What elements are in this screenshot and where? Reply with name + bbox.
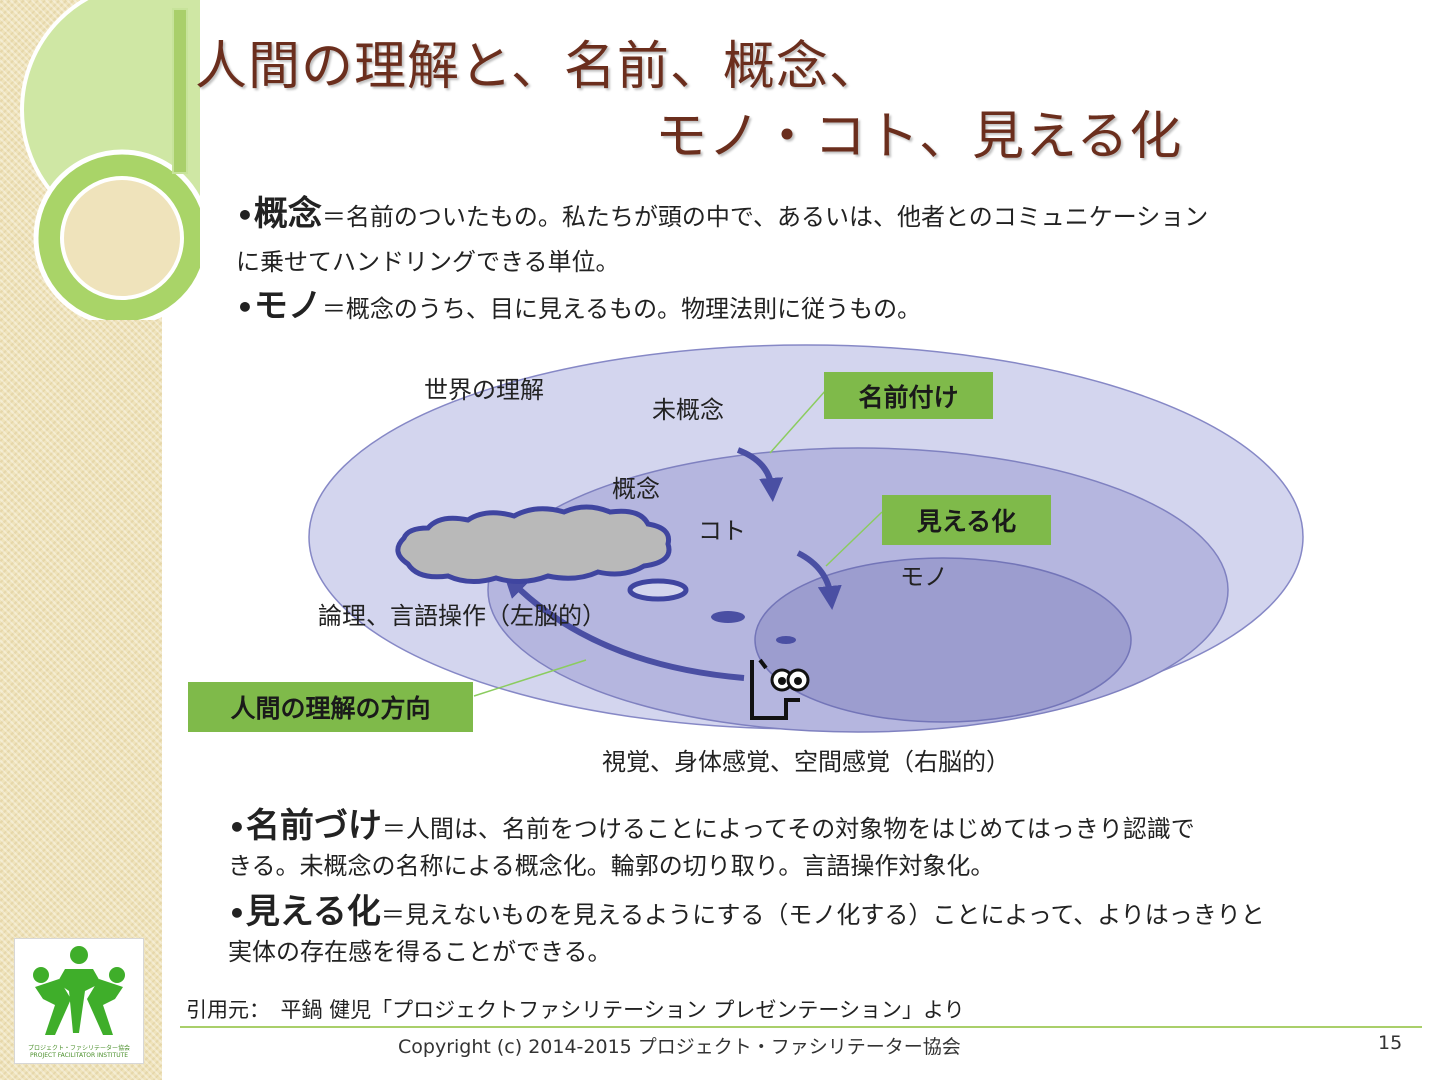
concept-label: 概念 xyxy=(612,469,660,504)
definition-term: 名前づけ xyxy=(246,806,382,846)
footer-divider xyxy=(180,1026,1422,1028)
definition-visualize: •見える化＝見えないものを見えるようにする（モノ化する）ことによって、よりはっき… xyxy=(228,894,1265,933)
definition-text: ＝見えないものを見えるようにする（モノ化する）ことによって、よりはっきりと xyxy=(381,901,1265,929)
logo-figures-icon xyxy=(15,939,143,1043)
world-understanding-label: 世界の理解 xyxy=(424,370,544,405)
organization-logo: プロジェクト・ファシリテーター協会 PROJECT FACILITATOR IN… xyxy=(14,938,144,1064)
shrinking-oval-large xyxy=(630,581,686,599)
unconcept-label: 未概念 xyxy=(652,390,724,425)
koto-label: コト xyxy=(698,511,746,546)
left-brain-label: 論理、言語操作（左脳的） xyxy=(318,596,606,631)
definition-naming-line2: きる。未概念の名称による概念化。輪郭の切り取り。言語操作対象化。 xyxy=(228,848,994,884)
definition-visualize-line2: 実体の存在感を得ることができる。 xyxy=(228,934,612,970)
definition-naming: •名前づけ＝人間は、名前をつけることによってその対象物をはじめてはっきり認識で xyxy=(228,808,1195,847)
understanding-direction-tag: 人間の理解の方向 xyxy=(188,682,473,732)
page-number: 15 xyxy=(1378,1032,1402,1054)
right-brain-label: 視覚、身体感覚、空間感覚（右脳的） xyxy=(602,742,1010,777)
copyright-text: Copyright (c) 2014-2015 プロジェクト・ファシリテーター協… xyxy=(398,1032,961,1059)
mono-label: モノ xyxy=(900,557,948,592)
naming-tag: 名前付け xyxy=(824,372,993,419)
bullet: • xyxy=(228,897,246,930)
shrinking-oval-medium xyxy=(711,611,745,623)
definition-text: ＝人間は、名前をつけることによってその対象物をはじめてはっきり認識で xyxy=(382,815,1195,843)
bullet: • xyxy=(228,811,246,844)
definition-term: 見える化 xyxy=(246,892,381,932)
concept-cloud xyxy=(398,507,669,582)
citation-source: 引用元： 平鍋 健児「プロジェクトファシリテーション プレゼンテーション」より xyxy=(186,994,965,1024)
visualize-tag: 見える化 xyxy=(882,495,1051,545)
shrinking-oval-small xyxy=(776,636,796,644)
logo-text: プロジェクト・ファシリテーター協会 PROJECT FACILITATOR IN… xyxy=(17,1045,141,1059)
